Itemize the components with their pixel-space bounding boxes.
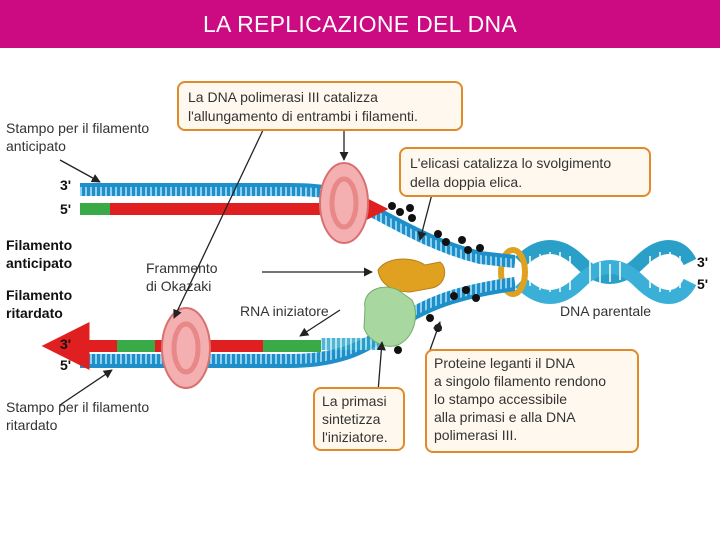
callout-helicase-line-1: L'elicasi catalizza lo svolgimento [410,155,611,171]
label-okazaki-1: Frammento [146,260,218,276]
helix-ring [498,247,528,297]
parental-helix [515,240,697,304]
leader-polymerase-lagging [173,127,265,319]
label-3prime-top: 3' [60,177,71,193]
label-parental-dna: DNA parentale [560,303,651,319]
title-bar: LA REPLICAZIONE DEL DNA [0,0,720,48]
callout-primase-line-1: La primasi [322,393,387,409]
label-5prime-bottom: 5' [60,357,71,373]
label-lagging-template-1: Stampo per il filamento [6,399,149,415]
label-lagging-strand-1: Filamento [6,287,72,303]
leader-ssb [429,321,442,351]
polymerase-lagging [161,307,211,389]
callout-polymerase-line-2: l'allungamento di entrambi i filamenti. [188,108,418,124]
callout-ssb-line-5: polimerasi III. [434,427,517,443]
callout-helicase: L'elicasi catalizza lo svolgimento della… [399,147,651,197]
label-okazaki-2: di Okazaki [146,278,211,294]
label-leading-strand-2: anticipato [6,255,72,271]
callout-ssb-line-3: lo stampo accessibile [434,391,567,407]
label-rna-primer: RNA iniziatore [240,303,329,319]
callout-primase-line-2: sintetizza [322,411,381,427]
page-title: LA REPLICAZIONE DEL DNA [202,10,518,37]
leading-new-strand [80,185,389,233]
callout-helicase-line-2: della doppia elica. [410,174,522,190]
label-leading-template-1: Stampo per il filamento [6,120,149,136]
leader-rna-primer [299,309,341,337]
label-3prime-right: 3' [697,254,708,270]
label-leading-strand-1: Filamento [6,237,72,253]
leader-helicase [417,193,433,241]
callout-primase-line-3: l'iniziatore. [322,429,388,445]
leader-lagging-template [59,369,113,406]
callout-ssb: Proteine leganti il DNA a singolo filame… [425,349,639,453]
callout-ssb-line-2: a singolo filamento rendono [434,373,606,389]
label-leading-template-2: anticipato [6,138,66,154]
callout-ssb-line-4: alla primasi e alla DNA [434,409,576,425]
label-lagging-template-2: ritardato [6,417,58,433]
leader-leading-template [59,159,101,183]
label-5prime-top: 5' [60,201,71,217]
label-5prime-right: 5' [697,276,708,292]
polymerase-leading [319,162,369,244]
label-lagging-strand-2: ritardato [6,305,63,321]
callout-polymerase: La DNA polimerasi III catalizza l'allung… [177,81,463,131]
primase [363,286,416,347]
label-3prime-bottom: 3' [60,336,71,352]
leader-primase [376,341,386,393]
replication-diagram: La DNA polimerasi III catalizza l'allung… [6,81,708,453]
callout-ssb-line-1: Proteine leganti il DNA [434,355,576,371]
callout-primase: La primasi sintetizza l'iniziatore. [313,387,405,451]
callout-polymerase-line-1: La DNA polimerasi III catalizza [188,89,378,105]
lagging-new-strand [41,322,381,370]
